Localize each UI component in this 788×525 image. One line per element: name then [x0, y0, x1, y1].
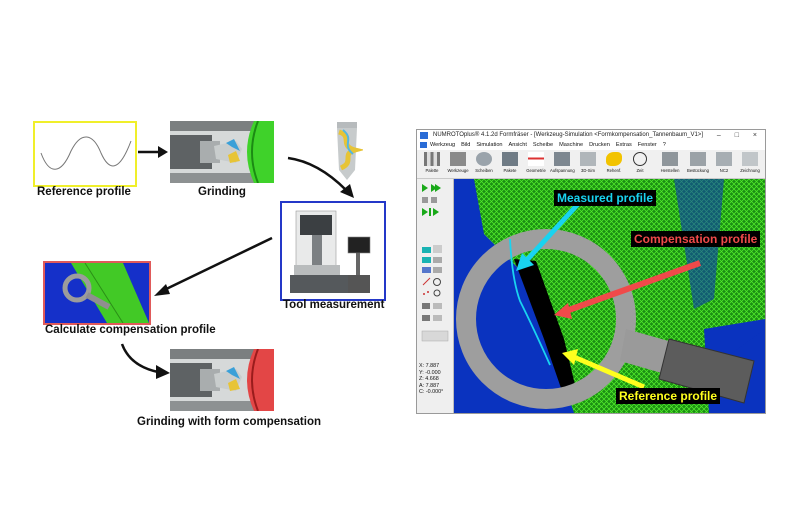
calculate-compensation-caption: Calculate compensation profile [45, 324, 216, 336]
drawing-icon [742, 152, 758, 166]
equipment-icon [690, 152, 706, 166]
calculate-compensation-box [43, 261, 151, 325]
palette-icon [424, 152, 440, 166]
manufacture-icon [662, 152, 678, 166]
reference-profile-caption: Reference profile [37, 186, 131, 198]
measured-arrow [524, 201, 581, 263]
window-controls[interactable]: – □ × [716, 132, 763, 139]
toolbar-scheiben[interactable]: Scheiben [472, 152, 496, 178]
toolbar: Palette Werkzeuge Scheiben Pakete Geomet… [417, 150, 765, 179]
coord-z: Z: 4.668 [419, 376, 439, 383]
toolbar-geometrie[interactable]: Geometrie [524, 152, 548, 178]
menu-scheibe[interactable]: Scheibe [532, 142, 554, 148]
3d-sim-icon [580, 152, 596, 166]
menu-bar: Werkzeug Bild Simulation Ansicht Scheibe Masc… [417, 141, 765, 150]
menu-fenster[interactable]: Fenster [637, 142, 657, 148]
coord-c: C: -0.000° [419, 389, 444, 396]
reference-arrowhead [562, 349, 578, 365]
simulation-render [456, 179, 765, 413]
left-control-panel: X: 7.887 Y: -0.000 Z: 4.668 A: 7.887 C: … [417, 179, 454, 413]
magnifier-thumbnail [62, 263, 149, 323]
grinding-compensation-caption: Grinding with form compensation [137, 416, 321, 428]
panel-tool-icons[interactable] [419, 181, 451, 361]
coord-y: Y: -0.000 [419, 369, 441, 376]
menu-werkzeug[interactable]: Werkzeug [430, 142, 456, 148]
tools-icon [450, 152, 466, 166]
compensation-profile-label: Compensation profile [631, 231, 761, 247]
nc2-icon [716, 152, 732, 166]
measured-arrowhead [516, 253, 534, 271]
toolbar-werkzeuge[interactable]: Werkzeuge [446, 152, 470, 178]
wheels-icon [476, 152, 492, 166]
toolbar-3d-sim[interactable]: 3D-Sim [576, 152, 600, 178]
grinding-compensation-image [170, 349, 274, 411]
grinding-image [170, 121, 274, 183]
arrow-measurement-to-calc [154, 236, 273, 296]
menu-ansicht[interactable]: Ansicht [508, 142, 527, 148]
clamping-icon [554, 152, 570, 166]
menu-simulation[interactable]: Simulation [476, 142, 503, 148]
reference-arrow [573, 354, 645, 390]
measuring-machine-image [290, 210, 371, 293]
arrow-ref-to-grinding [138, 146, 168, 158]
rehenf-icon [606, 152, 622, 166]
app-icon [420, 132, 428, 139]
toolbar-pakete[interactable]: Pakete [498, 152, 522, 178]
reference-profile-box [33, 121, 137, 187]
arrow-calc-to-grinding [120, 343, 170, 379]
menu-maschine[interactable]: Maschine [559, 142, 584, 148]
arrow-grinding-to-measurement [287, 156, 354, 198]
measured-profile-line [509, 238, 551, 366]
toolbar-palette[interactable]: Palette [420, 152, 444, 178]
toolbar-zeichnung[interactable]: Zeichnung [738, 152, 762, 178]
menu-bild[interactable]: Bild [461, 142, 471, 148]
geometry-icon [528, 152, 544, 166]
menu-app-icon [420, 141, 427, 148]
menu-extras[interactable]: Extras [615, 142, 632, 148]
compensation-arrowhead [554, 303, 572, 319]
magnifier-handle [658, 338, 755, 404]
measured-profile-label: Measured profile [554, 190, 657, 206]
coord-a: A: 7.887 [419, 382, 440, 389]
toolbar-rehenf[interactable]: Rehenf. [602, 152, 626, 178]
coordinate-readout: X: 7.887 Y: -0.000 Z: 4.668 A: 7.887 C: … [419, 363, 443, 396]
reference-profile-label: Reference profile [616, 388, 721, 404]
end-mill-image [337, 122, 363, 180]
menu-help[interactable]: ? [662, 142, 666, 148]
clock-icon [633, 152, 647, 166]
simulation-window: NUMROTOplus® 4.1.2d Formfräser - [Werkze… [416, 129, 766, 414]
reference-profile-curve [40, 136, 132, 170]
menu-drucken[interactable]: Drucken [589, 142, 610, 148]
simulation-viewport[interactable]: Measured profile Compensation profile Re… [454, 179, 765, 413]
profile-gap [514, 259, 576, 391]
toolbar-nc2[interactable]: NC2 [712, 152, 736, 178]
toolbar-bestueckung[interactable]: Bestückung [686, 152, 710, 178]
toolbar-aufspannung[interactable]: Aufspannung [550, 152, 575, 178]
packages-icon [502, 152, 518, 166]
toolbar-herstellen[interactable]: Herstellen [658, 152, 682, 178]
window-title: NUMROTOplus® 4.1.2d Formfräser - [Werkze… [433, 132, 703, 138]
tool-measurement-caption: Tool measurement [283, 299, 385, 311]
toolbar-zeit[interactable]: Zeit [628, 152, 652, 178]
coord-x: X: 7.887 [419, 363, 440, 369]
tool-measurement-box [280, 201, 386, 301]
grinding-caption: Grinding [198, 186, 246, 198]
window-titlebar: NUMROTOplus® 4.1.2d Formfräser - [Werkze… [417, 130, 765, 141]
compensation-arrow [564, 260, 702, 314]
